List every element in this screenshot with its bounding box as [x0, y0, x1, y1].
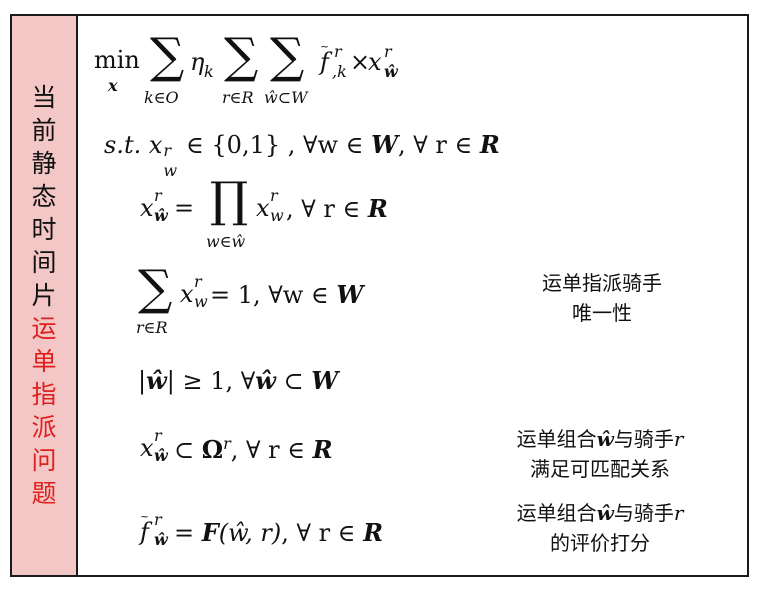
x-superscript: r — [384, 42, 392, 61]
f-superscript: r — [334, 42, 342, 61]
sum-symbol: ∑ — [270, 28, 305, 84]
sidebar-char-highlight: 题 — [31, 479, 57, 508]
x-variable: x — [368, 48, 382, 76]
min-variable: x — [108, 76, 118, 95]
product-subscript: w∈ŵ — [206, 232, 246, 251]
sum-symbol: ∑ — [150, 28, 185, 84]
sidebar-char: 时 — [31, 215, 57, 244]
model-frame: 当 前 静 态 时 间 片 运 单 指 派 问 题 — [10, 14, 749, 577]
sum-symbol: ∑ — [224, 28, 259, 84]
note-unique-assignment: 运单指派骑手 唯一性 — [542, 271, 662, 325]
sidebar-char-highlight: 单 — [31, 347, 57, 376]
times-operator: × — [350, 48, 371, 76]
product-symbol: ∏ — [210, 172, 249, 228]
sum-symbol: ∑ — [138, 260, 173, 316]
note-matchable: 运单组合ŵ与骑手r 满足可匹配关系 — [516, 427, 684, 481]
sidebar-title: 当 前 静 态 时 间 片 运 单 指 派 问 题 — [12, 16, 78, 575]
sidebar-char: 前 — [31, 116, 57, 145]
sum-subscript: r∈R — [222, 88, 254, 107]
sidebar-char-highlight: 派 — [31, 413, 57, 442]
sidebar-char: 间 — [31, 248, 57, 277]
eta-symbol: η — [190, 48, 205, 76]
sum-subscript: ŵ⊂W — [264, 88, 308, 107]
eta-subscript: k — [204, 62, 214, 81]
sidebar-char: 静 — [31, 149, 57, 178]
f-tilde: f~ — [320, 40, 330, 76]
sidebar-char: 片 — [31, 281, 57, 310]
constraint-group-size: |ŵ| ≥ 1, ∀ŵ ⊂ W — [138, 366, 339, 395]
sidebar-char-highlight: 运 — [31, 314, 57, 343]
note-evaluation: 运单组合ŵ与骑手r 的评价打分 — [516, 501, 684, 555]
sidebar-char-highlight: 指 — [31, 380, 57, 409]
sum-subscript: k∈O — [144, 88, 179, 107]
sum-subscript: r∈R — [136, 318, 168, 337]
sidebar-char: 当 — [31, 83, 57, 112]
min-operator: min — [94, 46, 140, 74]
x-subscript: ŵ — [384, 62, 398, 81]
sidebar-char: 态 — [31, 182, 57, 211]
sidebar-char-highlight: 问 — [31, 446, 57, 475]
f-subscript: ,k — [332, 62, 347, 81]
